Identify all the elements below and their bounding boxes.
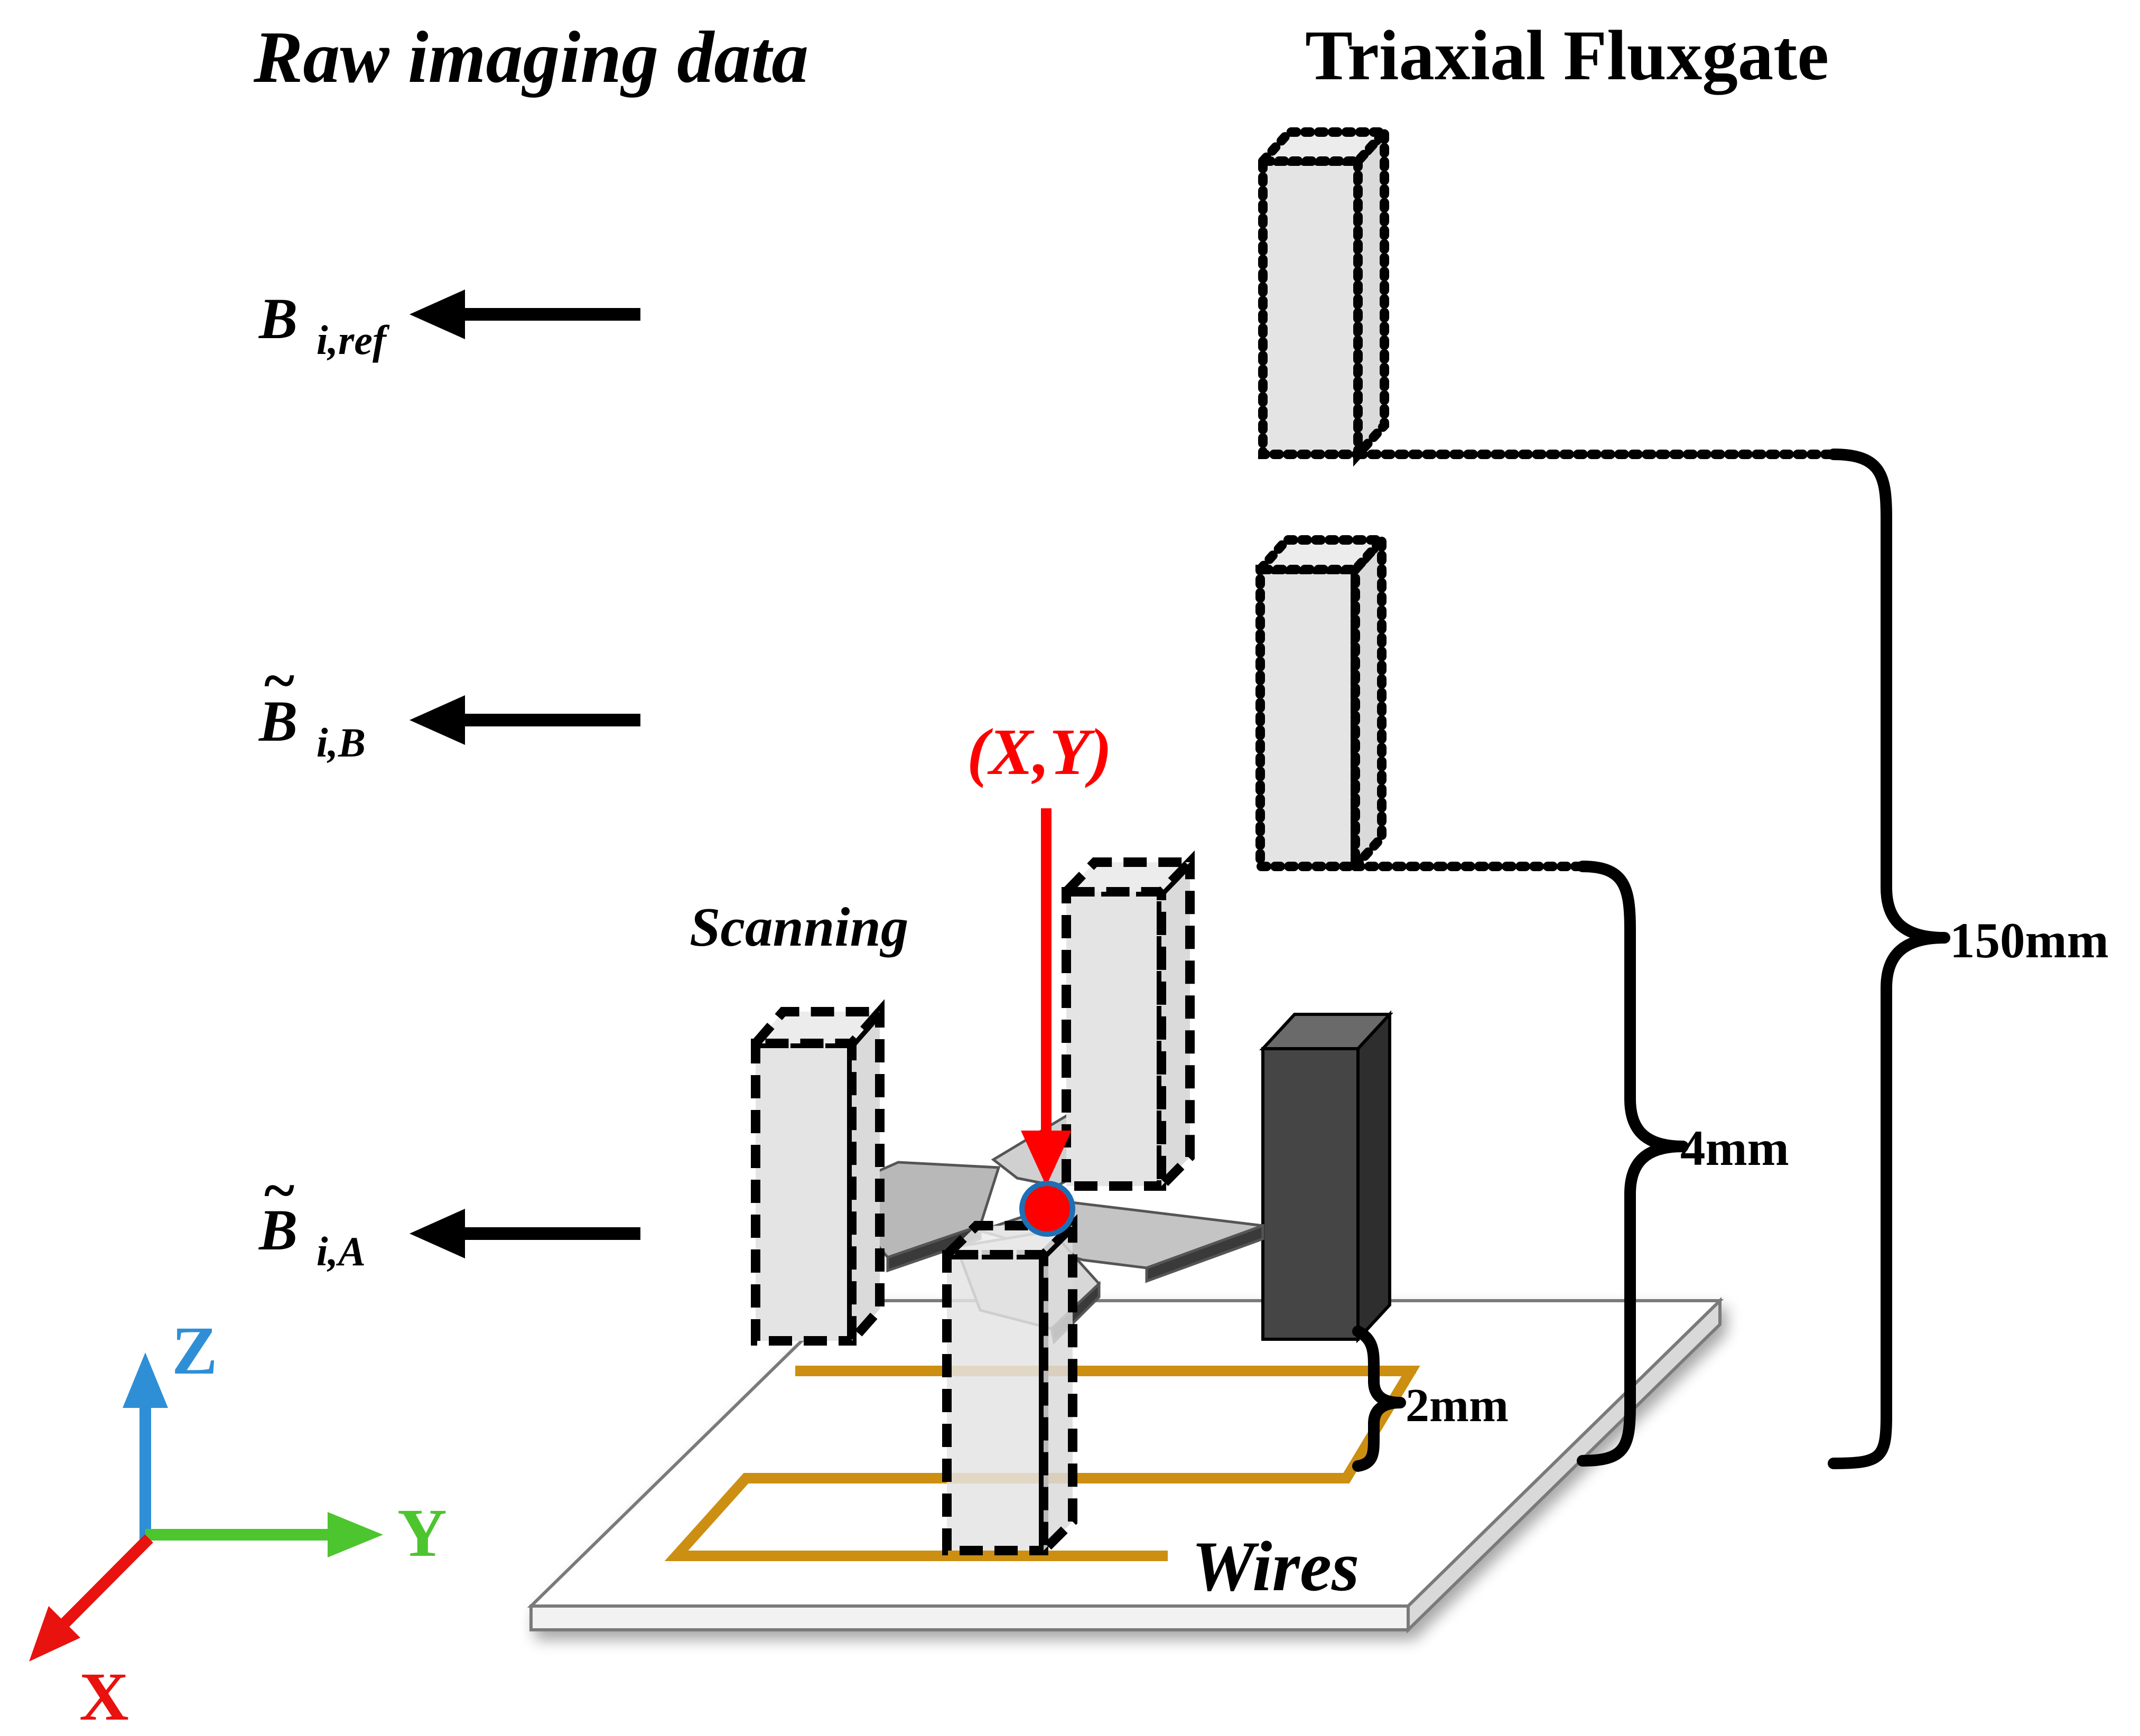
readout-a-tilde: ~	[264, 1158, 294, 1222]
arrow-ref-head	[410, 290, 465, 339]
x-axis-arrow-head	[29, 1606, 80, 1662]
wires-label: Wires	[1192, 1527, 1360, 1606]
scanning-sensor-right	[1055, 850, 1202, 1198]
triaxial-fluxgate-heading: Triaxial Fluxgate	[1305, 16, 1829, 95]
brace-2mm	[1352, 1326, 1406, 1472]
brace-150mm	[1828, 449, 1950, 1469]
x-axis	[54, 1534, 153, 1634]
z-axis-arrow-head	[123, 1352, 168, 1408]
readout-ref-subscript: i,ref	[317, 317, 390, 363]
arrow-b-head	[410, 695, 465, 745]
fluxgate-sensor-b	[1249, 527, 1393, 879]
readout-b-symbol: B	[258, 689, 297, 753]
dark-sensor-block	[1259, 1010, 1393, 1343]
position-label: (X,Y)	[967, 716, 1112, 789]
position-dot	[1019, 1181, 1075, 1237]
base-plate	[527, 1296, 1724, 1634]
dimension-2mm: 2mm	[1406, 1379, 1509, 1432]
readout-ref: B i,ref	[258, 286, 640, 363]
fluxgate-sensor-ref	[1252, 119, 1395, 467]
y-axis-label: Y	[397, 1495, 447, 1571]
x-axis-label: X	[79, 1659, 129, 1735]
readout-a-symbol: B	[258, 1198, 297, 1262]
dimension-150mm: 150mm	[1950, 912, 2109, 968]
readout-b: ~ B i,B	[258, 648, 640, 766]
readout-a: ~ B i,A	[258, 1158, 640, 1274]
svg-text:B i,B: B i,B	[258, 689, 366, 766]
raw-imaging-data-heading: Raw imaging data	[253, 16, 808, 98]
y-axis-arrow-head	[328, 1512, 383, 1557]
readout-a-subscript: i,A	[317, 1228, 366, 1274]
readout-b-tilde: ~	[264, 648, 294, 713]
position-arrow-head	[1021, 1131, 1072, 1186]
coordinate-axes: Z Y X	[29, 1313, 447, 1735]
dimension-4mm: 4mm	[1680, 1120, 1789, 1176]
readout-b-subscript: i,B	[317, 720, 366, 766]
scanning-label: Scanning	[690, 896, 908, 958]
z-axis-label: Z	[172, 1313, 218, 1389]
readout-ref-symbol: B	[258, 286, 297, 351]
scanning-sensor-left	[745, 999, 890, 1354]
brace-4mm	[1577, 861, 1689, 1467]
svg-text:B i,A: B i,A	[258, 1198, 366, 1274]
scanning-sensor-front	[935, 1214, 1084, 1562]
arrow-a-head	[410, 1209, 465, 1258]
svg-text:B i,ref: B i,ref	[258, 286, 390, 363]
